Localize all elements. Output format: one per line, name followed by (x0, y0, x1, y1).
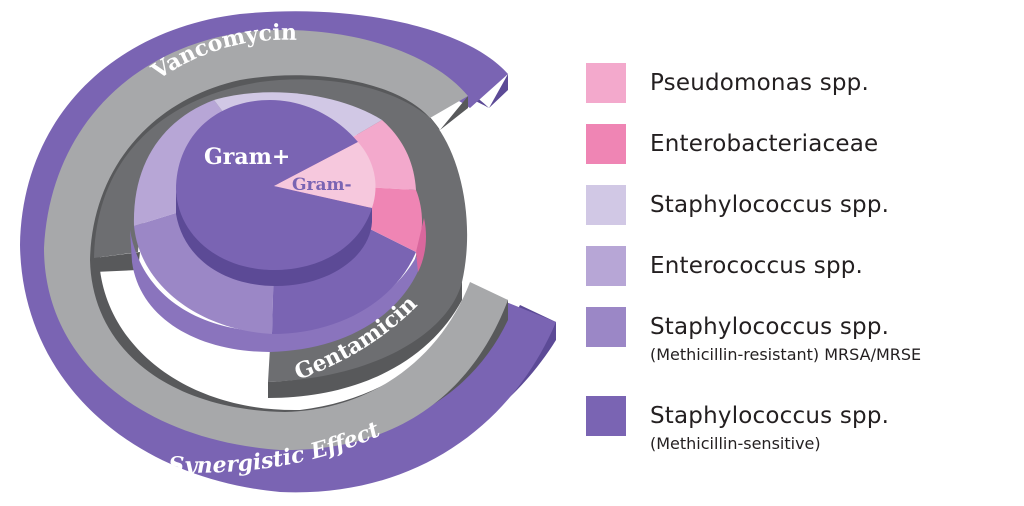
legend-swatch (586, 396, 626, 436)
gram-negative-sector (274, 142, 376, 208)
legend: Pseudomonas spp. Enterobacteriaceae Stap… (586, 0, 1024, 506)
legend-label: Pseudomonas spp. (650, 70, 869, 96)
synergy-ring-side (36, 39, 556, 479)
legend-item-mssa: Staphylococcus spp. (Methicillin-sensiti… (586, 396, 889, 453)
gram-positive-label: Gram+ (204, 144, 290, 170)
legend-label: Enterobacteriaceae (650, 131, 879, 157)
legend-item-pseudomonas: Pseudomonas spp. (586, 63, 869, 103)
legend-label: Staphylococcus spp. (650, 314, 890, 340)
sector-enterobacteriaceae-side (416, 218, 426, 272)
legend-item-mrsa: Staphylococcus spp. (Methicillin-resista… (586, 307, 921, 364)
legend-swatch (586, 307, 626, 347)
gentamicin-ring-side (94, 252, 140, 272)
synergistic-effect-ring (20, 11, 556, 493)
legend-label: Staphylococcus spp. (650, 192, 890, 218)
gram-negative-label: Gram- (292, 175, 352, 195)
inner-disc-side (176, 190, 372, 286)
gentamicin-ring (94, 79, 468, 398)
legend-item-enterococcus: Enterococcus spp. (586, 246, 863, 286)
gram-positive-disc (176, 100, 372, 270)
ring-side (130, 230, 424, 352)
antibiotic-spectrum-diagram: Gram+ Gram- Vancomycin Gentamicin Synerg… (20, 11, 556, 493)
legend-label: Enterococcus spp. (650, 253, 864, 279)
legend-swatch (586, 63, 626, 103)
inner-disc (176, 100, 376, 286)
legend-label: Staphylococcus spp. (650, 403, 890, 429)
legend-item-enterobacteriaceae: Enterobacteriaceae (586, 124, 878, 164)
legend-swatch (586, 185, 626, 225)
legend-item-staphylococcus: Staphylococcus spp. (586, 185, 889, 225)
gentamicin-ring-side-right (268, 282, 462, 398)
legend-swatch (586, 246, 626, 286)
legend-swatch (586, 124, 626, 164)
legend-sublabel: (Methicillin-sensitive) (650, 434, 821, 453)
legend-sublabel: (Methicillin-resistant) MRSA/MRSE (650, 345, 922, 364)
